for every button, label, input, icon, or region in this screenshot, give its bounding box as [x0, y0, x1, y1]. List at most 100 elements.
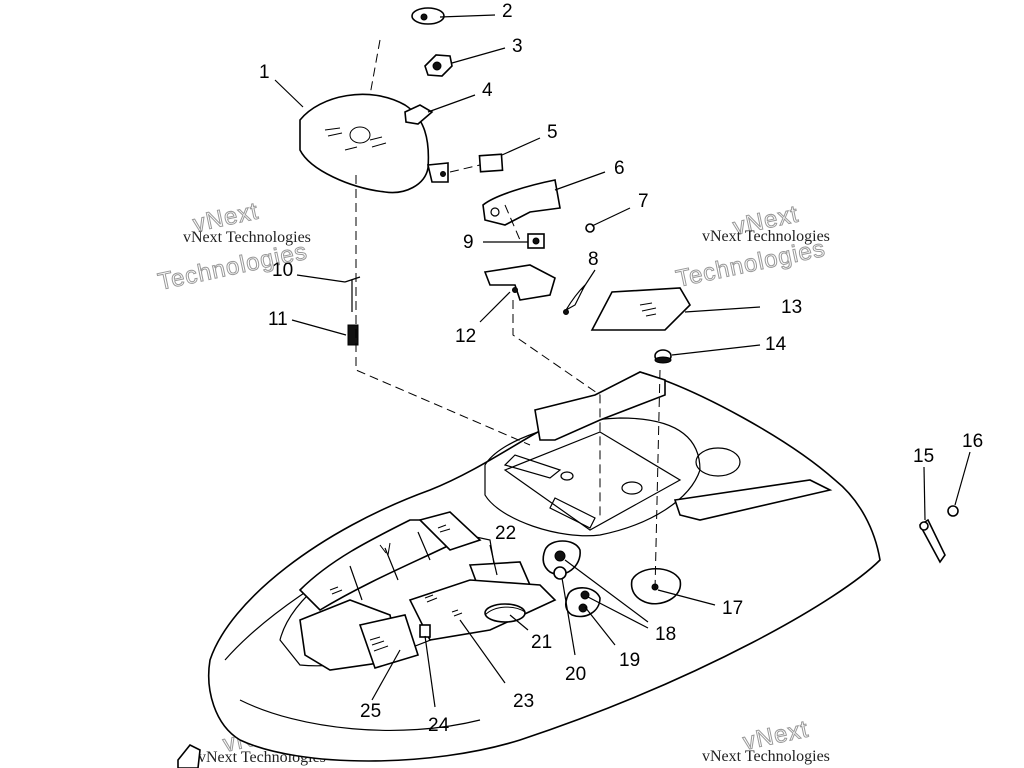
part-2-key — [411, 7, 445, 25]
part-10-bolt — [344, 276, 361, 312]
assembly-line-centre — [512, 300, 601, 520]
callout-13: 13 — [781, 297, 802, 318]
callout-22: 22 — [495, 523, 516, 544]
callout-2: 2 — [502, 1, 513, 22]
part-14-grommet-base — [654, 356, 672, 364]
leader-15 — [923, 466, 926, 521]
assembly-line-left — [355, 175, 531, 446]
part-19-grommet — [580, 590, 590, 600]
callout-18: 18 — [655, 624, 676, 645]
hood-small-opening — [621, 481, 643, 495]
lower-console — [408, 579, 557, 641]
callout-4: 4 — [482, 80, 493, 101]
leader-23 — [459, 619, 506, 684]
leader-25 — [371, 649, 401, 701]
callout-9: 9 — [463, 232, 474, 253]
callout-12: 12 — [455, 326, 476, 347]
latch-assembly — [918, 505, 959, 564]
watermark-right: vNext vNext Technologies Technologies — [673, 200, 830, 293]
console-decals — [298, 511, 532, 671]
part-1-decal — [324, 126, 387, 151]
callout-5: 5 — [547, 122, 558, 143]
callout-16: 16 — [962, 431, 983, 452]
hood-hole — [560, 471, 574, 481]
callout-21: 21 — [531, 632, 552, 653]
assembly-lines — [355, 39, 661, 591]
leader-20 — [561, 577, 576, 656]
leader-8 — [581, 269, 596, 291]
leader-2 — [439, 14, 496, 18]
callout-3: 3 — [512, 36, 523, 57]
watermark-name: vNext Technologies — [183, 229, 311, 246]
part-19-washer — [578, 603, 588, 613]
leader-lines — [274, 14, 971, 708]
leader-14 — [671, 344, 761, 356]
callout-7: 7 — [638, 191, 649, 212]
watermark-name: vNext Technologies — [702, 748, 830, 765]
leader-10 — [296, 274, 346, 283]
callout-labels: 1 2 3 4 5 6 7 8 9 10 11 12 13 14 15 16 1… — [259, 1, 983, 736]
leader-18 — [564, 559, 649, 629]
part-3-knob-center — [432, 61, 442, 71]
leader-17 — [657, 589, 716, 606]
hood-centre-plate — [503, 431, 682, 531]
callout-17: 17 — [722, 598, 743, 619]
part-12-bracket — [483, 264, 556, 301]
leader-7 — [591, 207, 631, 227]
leader-6 — [554, 171, 606, 191]
leader-24 — [424, 635, 436, 708]
part-21-detail — [484, 606, 526, 616]
part-16-pin — [947, 505, 959, 517]
watermark-left: vNext vNext Technologies Technologies — [155, 197, 311, 296]
watermark-bottom-right: vNext vNext Technologies — [702, 715, 830, 765]
callout-19: 19 — [619, 650, 640, 671]
callout-25: 25 — [360, 701, 381, 722]
watermark-name: vNext Technologies — [702, 228, 830, 245]
callout-23: 23 — [513, 691, 534, 712]
leader-11 — [291, 319, 347, 336]
hood-side-panel — [673, 479, 833, 521]
part-13-cover — [590, 287, 692, 331]
leader-22 — [489, 544, 498, 576]
decal-25 — [358, 614, 420, 669]
decal-22 — [418, 511, 482, 551]
callout-10: 10 — [272, 260, 293, 281]
assembly-line-upper — [369, 39, 521, 241]
leader-12 — [479, 291, 511, 323]
part-20-grommet — [554, 550, 566, 562]
leader-5 — [501, 137, 541, 156]
leader-3 — [451, 47, 506, 64]
part-2-key-hole — [420, 13, 428, 21]
hood-round-opening — [695, 447, 741, 477]
part-1-tab — [427, 162, 449, 183]
callout-1: 1 — [259, 62, 270, 83]
callout-8: 8 — [588, 249, 599, 270]
assembly-line-right — [654, 369, 661, 591]
part-1-cowl — [299, 93, 430, 194]
console-deck — [408, 579, 557, 641]
decal-upper-dividers — [349, 531, 431, 601]
part-15-pivot — [919, 521, 929, 531]
grommet-stack — [542, 540, 601, 618]
part-24 — [419, 624, 431, 638]
leader-13 — [684, 306, 761, 313]
leader-16 — [954, 451, 971, 506]
leader-4 — [427, 94, 476, 113]
part-8-clip-end — [563, 309, 569, 315]
leader-21 — [509, 614, 529, 631]
callout-20: 20 — [565, 664, 586, 685]
part-23-detail — [424, 594, 463, 617]
part-9-nut-hole — [532, 237, 540, 245]
leader-19 — [584, 606, 616, 646]
callout-15: 15 — [913, 446, 934, 467]
part-1-tab-hole — [440, 171, 446, 177]
leader-1 — [274, 79, 304, 108]
part-4-light — [404, 104, 434, 125]
callout-11: 11 — [268, 309, 288, 330]
hood-rear-panel — [534, 371, 666, 441]
part-12-bracket-hole — [512, 287, 518, 293]
part-5-pad — [478, 153, 504, 173]
callout-6: 6 — [614, 158, 625, 179]
hood-mount-bracket — [503, 454, 596, 529]
corner-fragment — [177, 743, 201, 768]
